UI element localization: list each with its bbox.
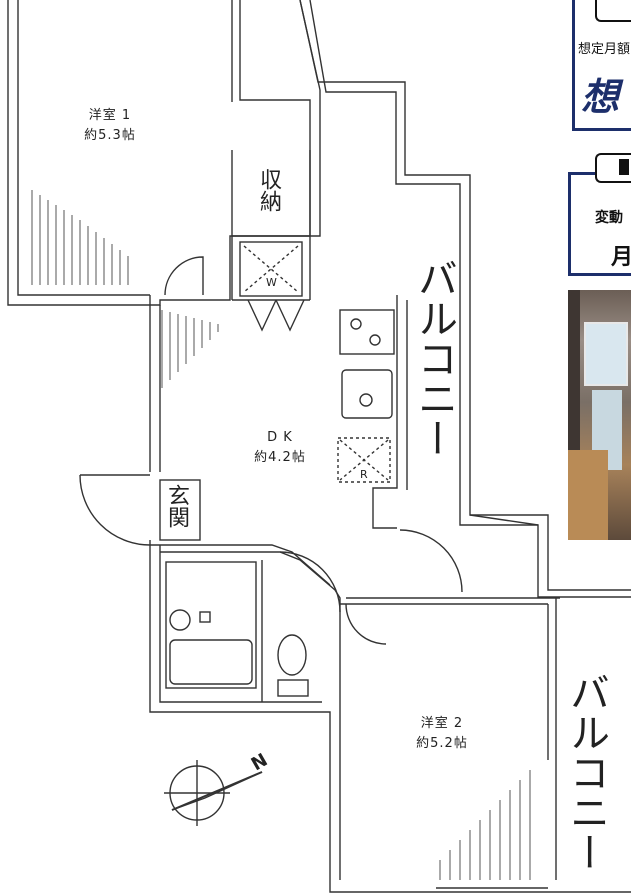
rent-box-big-text: 想	[581, 74, 620, 119]
room-western2: 洋室 2 約5.2帖	[402, 714, 482, 754]
room-western2-size: 約5.2帖	[416, 736, 468, 751]
room-storage: 収納	[256, 168, 281, 212]
room-entrance: 玄関	[164, 484, 189, 528]
room-dk-size: 約4.2帖	[254, 450, 306, 465]
room-western1-size: 約5.3帖	[84, 128, 136, 143]
info-box-tab	[595, 153, 631, 183]
balcony-lower-label: バルコニー	[563, 672, 609, 872]
compass-icon	[164, 760, 263, 826]
rent-box-caption: 想定月額	[578, 42, 631, 57]
rent-box-tab	[595, 0, 631, 22]
bath-wall	[160, 551, 341, 880]
closet-mark: W	[266, 276, 277, 289]
fridge-mark: R	[360, 468, 368, 481]
room-dk-name: D K	[267, 430, 293, 445]
rent-box: 想定月額 想	[572, 0, 631, 131]
info-box: 変動 月	[568, 153, 631, 276]
room-dk: D K 約4.2帖	[240, 428, 320, 468]
info-box-line1: 変動	[595, 210, 623, 226]
outer-wall	[7, 0, 321, 306]
room-western1: 洋室 1 約5.3帖	[70, 106, 150, 146]
room-western1-name: 洋室 1	[88, 108, 132, 123]
info-box-line2: 月	[611, 244, 631, 270]
room-photo	[568, 290, 631, 540]
room-western2-name: 洋室 2	[420, 716, 464, 731]
balcony-upper-label: バルコニー	[411, 258, 457, 458]
